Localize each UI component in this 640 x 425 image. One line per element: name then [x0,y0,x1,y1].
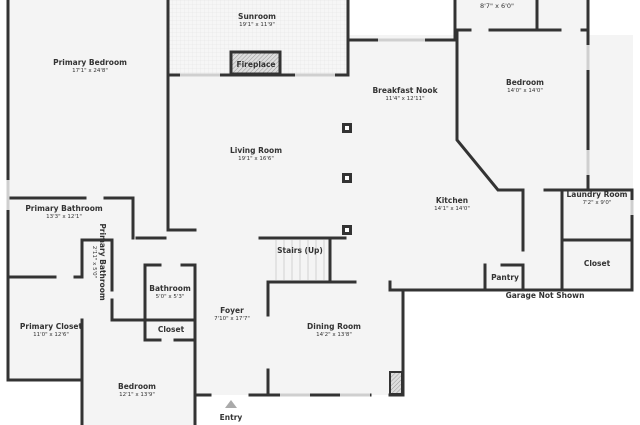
room-top: 8'7" x 6'0" [479,2,515,10]
garage-note: Garage Not Shown [505,291,585,300]
columns-inner [345,126,349,232]
room-closet-east: Closet [583,259,611,268]
walls [6,0,634,425]
room-pantry: Pantry [491,273,519,282]
stair-treads [275,240,325,280]
windows [6,38,634,397]
stairs-label: Stairs (Up) [277,246,323,255]
room-closet-west: Closet [157,325,185,334]
chimney-shape [389,371,403,395]
entry-label: Entry [219,413,243,422]
fireplace-label: Fireplace [236,60,276,69]
entry-arrow-icon [225,400,237,408]
floor-fill [8,0,633,425]
